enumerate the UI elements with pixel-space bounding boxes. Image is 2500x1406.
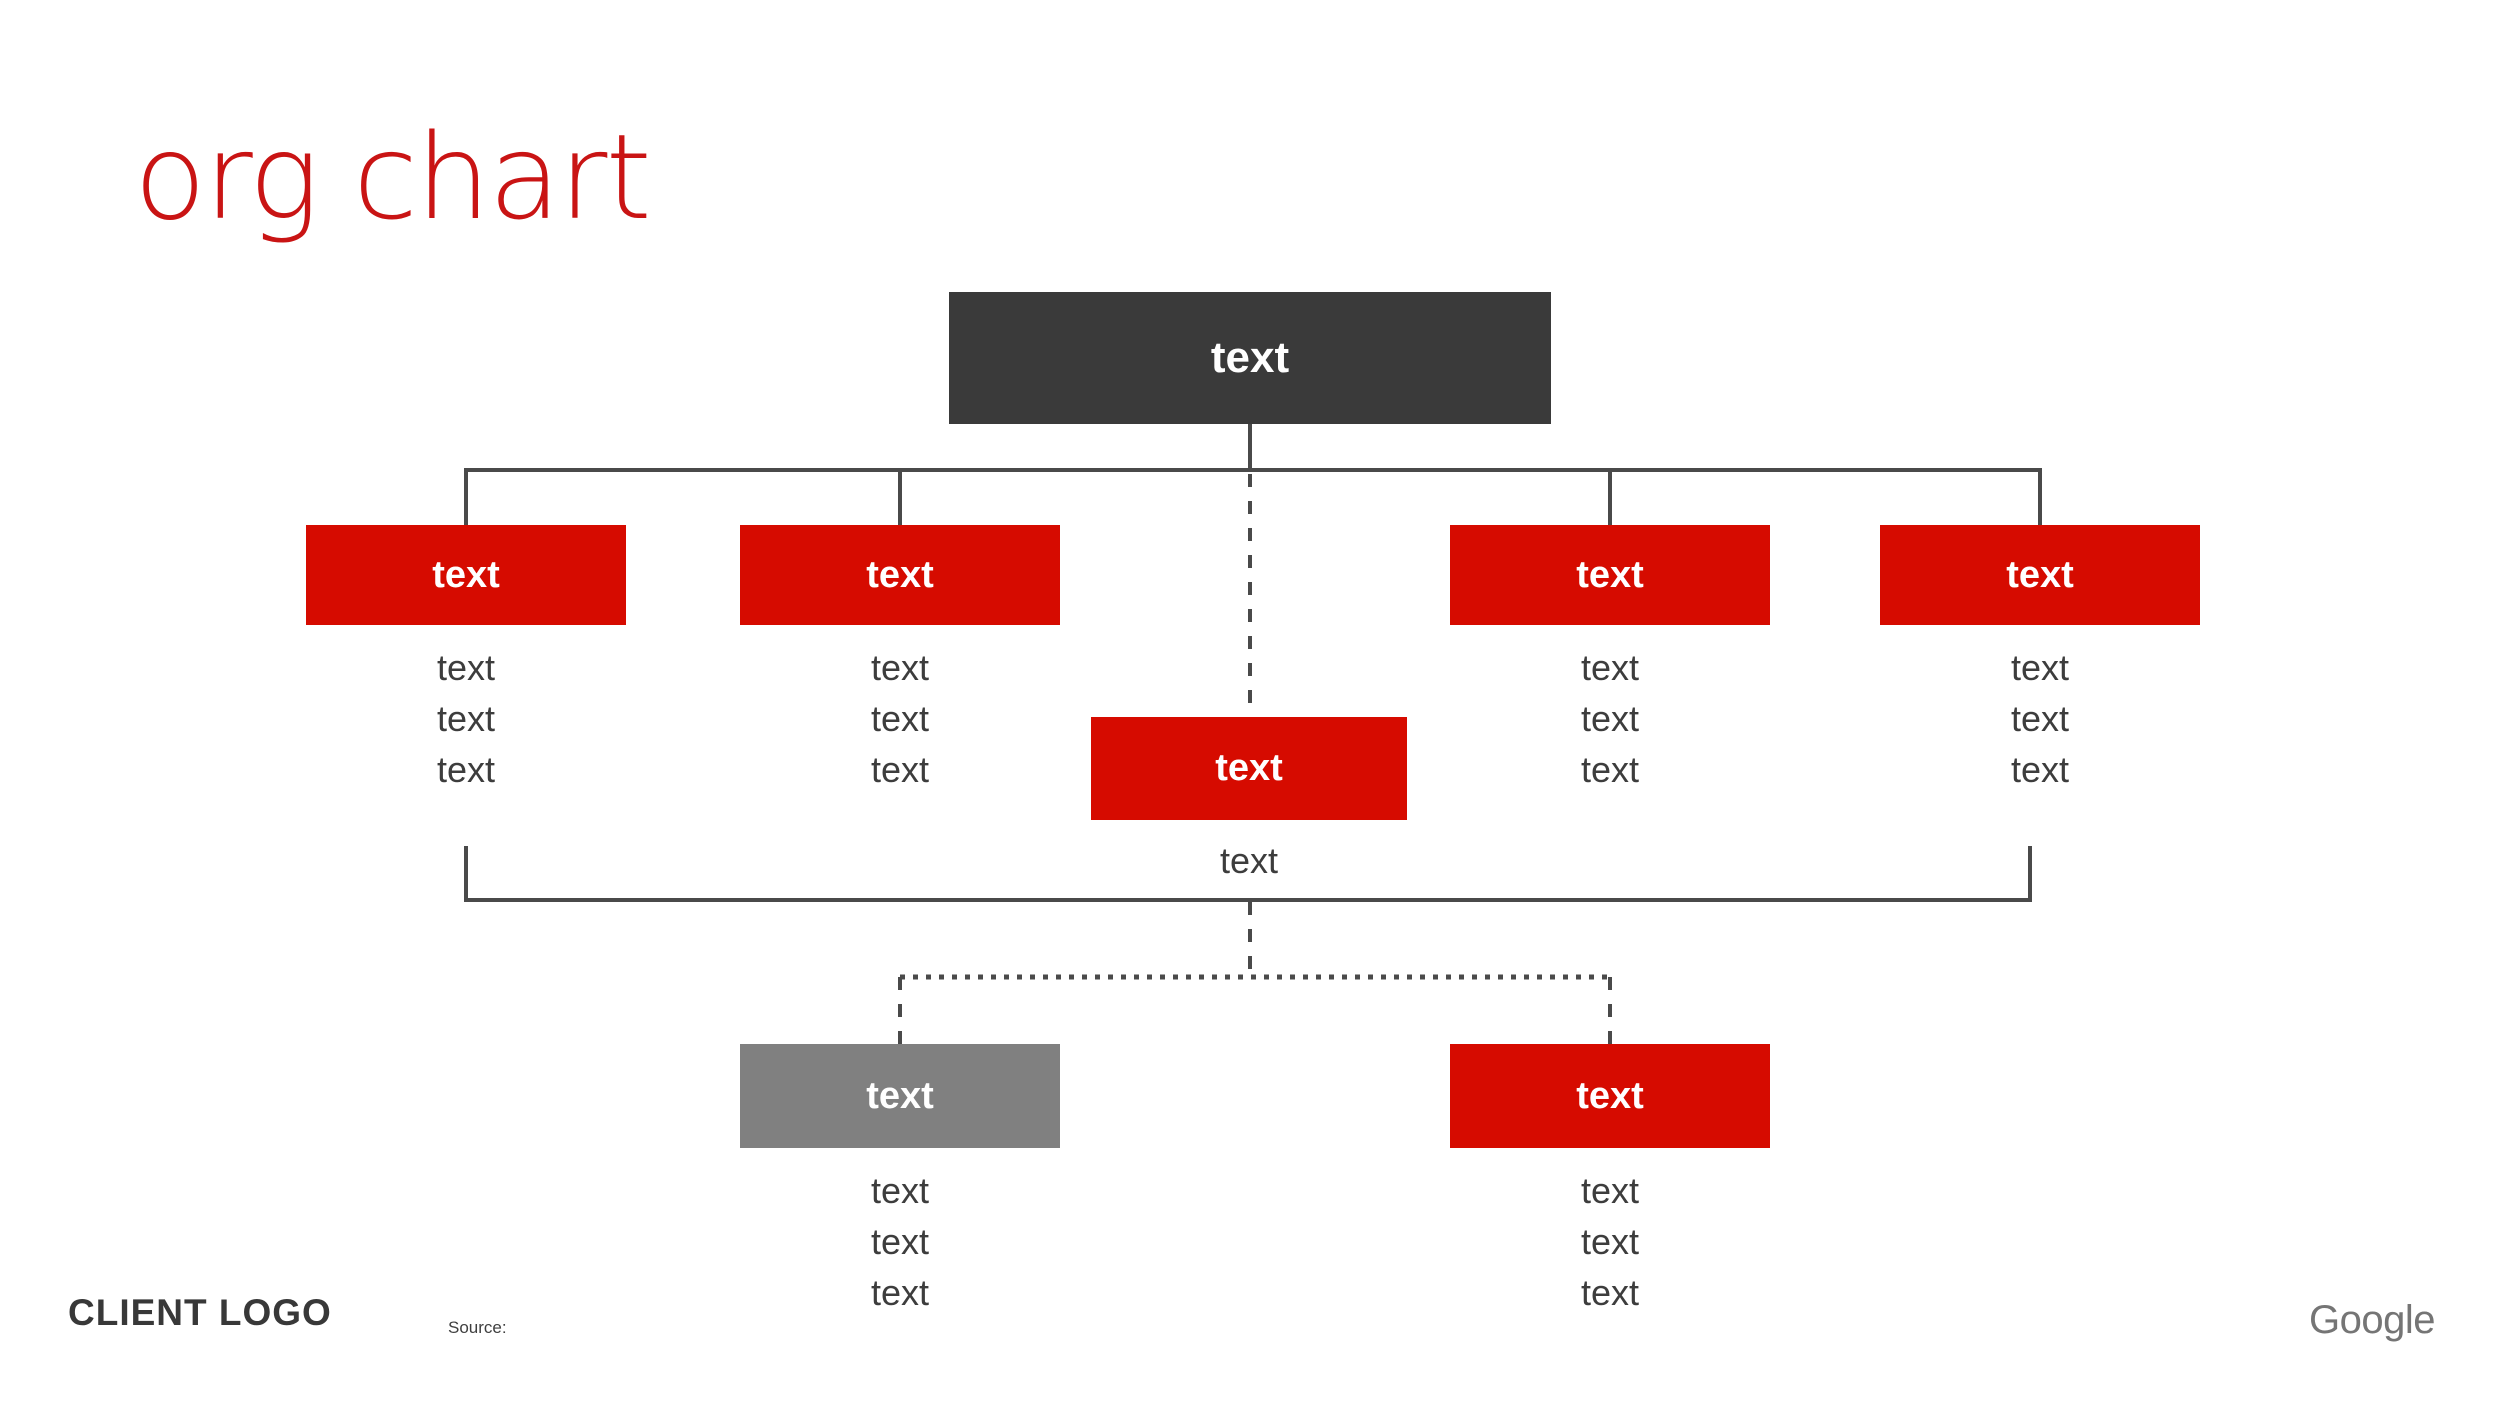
dept-node-4[interactable]: text [1880, 525, 2200, 625]
dept-node-3[interactable]: text [1450, 525, 1770, 625]
list-item[interactable]: text [1580, 1221, 1640, 1262]
list-item[interactable]: text [870, 1221, 930, 1262]
list-item[interactable]: text [2010, 647, 2070, 688]
list-item[interactable]: text [1580, 749, 1640, 790]
list-item[interactable]: text [2010, 698, 2070, 739]
dept-node-1-label: text [432, 553, 500, 596]
dept-3-member-list: text text text [1450, 642, 1770, 795]
list-item[interactable]: text [436, 749, 496, 790]
list-item[interactable]: text [1580, 647, 1640, 688]
list-item[interactable]: text [870, 749, 930, 790]
root-node[interactable]: text [949, 292, 1551, 424]
list-item[interactable]: text [436, 698, 496, 739]
page-title[interactable]: org chart [134, 108, 652, 246]
list-item[interactable]: text [870, 647, 930, 688]
dept-node-4-label: text [2006, 553, 2074, 596]
manager-caption[interactable]: text [1219, 840, 1279, 881]
subteam-red-member-list: text text text [1450, 1165, 1770, 1318]
dept-1-member-list: text text text [306, 642, 626, 795]
source-label[interactable]: Source: [448, 1318, 507, 1337]
dept-4-member-list: text text text [1880, 642, 2200, 795]
dept-node-3-label: text [1576, 553, 1644, 596]
subteam-gray-member-list: text text text [740, 1165, 1060, 1318]
google-logo: Google [2309, 1298, 2435, 1342]
list-item[interactable]: text [2010, 749, 2070, 790]
list-item[interactable]: text [870, 1170, 930, 1211]
subteam-node-red-label: text [1576, 1074, 1644, 1117]
dept-node-2-label: text [866, 553, 934, 596]
list-item[interactable]: text [870, 698, 930, 739]
subteam-node-gray[interactable]: text [740, 1044, 1060, 1148]
list-item[interactable]: text [1580, 1170, 1640, 1211]
dept-node-2[interactable]: text [740, 525, 1060, 625]
list-item[interactable]: text [1580, 1272, 1640, 1313]
manager-node[interactable]: text [1091, 717, 1407, 820]
subteam-node-gray-label: text [866, 1074, 934, 1117]
subteam-node-red[interactable]: text [1450, 1044, 1770, 1148]
dept-2-member-list: text text text [740, 642, 1060, 795]
list-item[interactable]: text [870, 1272, 930, 1313]
manager-node-label: text [1215, 747, 1283, 789]
dept-node-1[interactable]: text [306, 525, 626, 625]
list-item[interactable]: text [1580, 698, 1640, 739]
list-item[interactable]: text [436, 647, 496, 688]
client-logo[interactable]: CLIENT LOGO [68, 1292, 332, 1333]
root-node-label: text [1210, 333, 1290, 382]
